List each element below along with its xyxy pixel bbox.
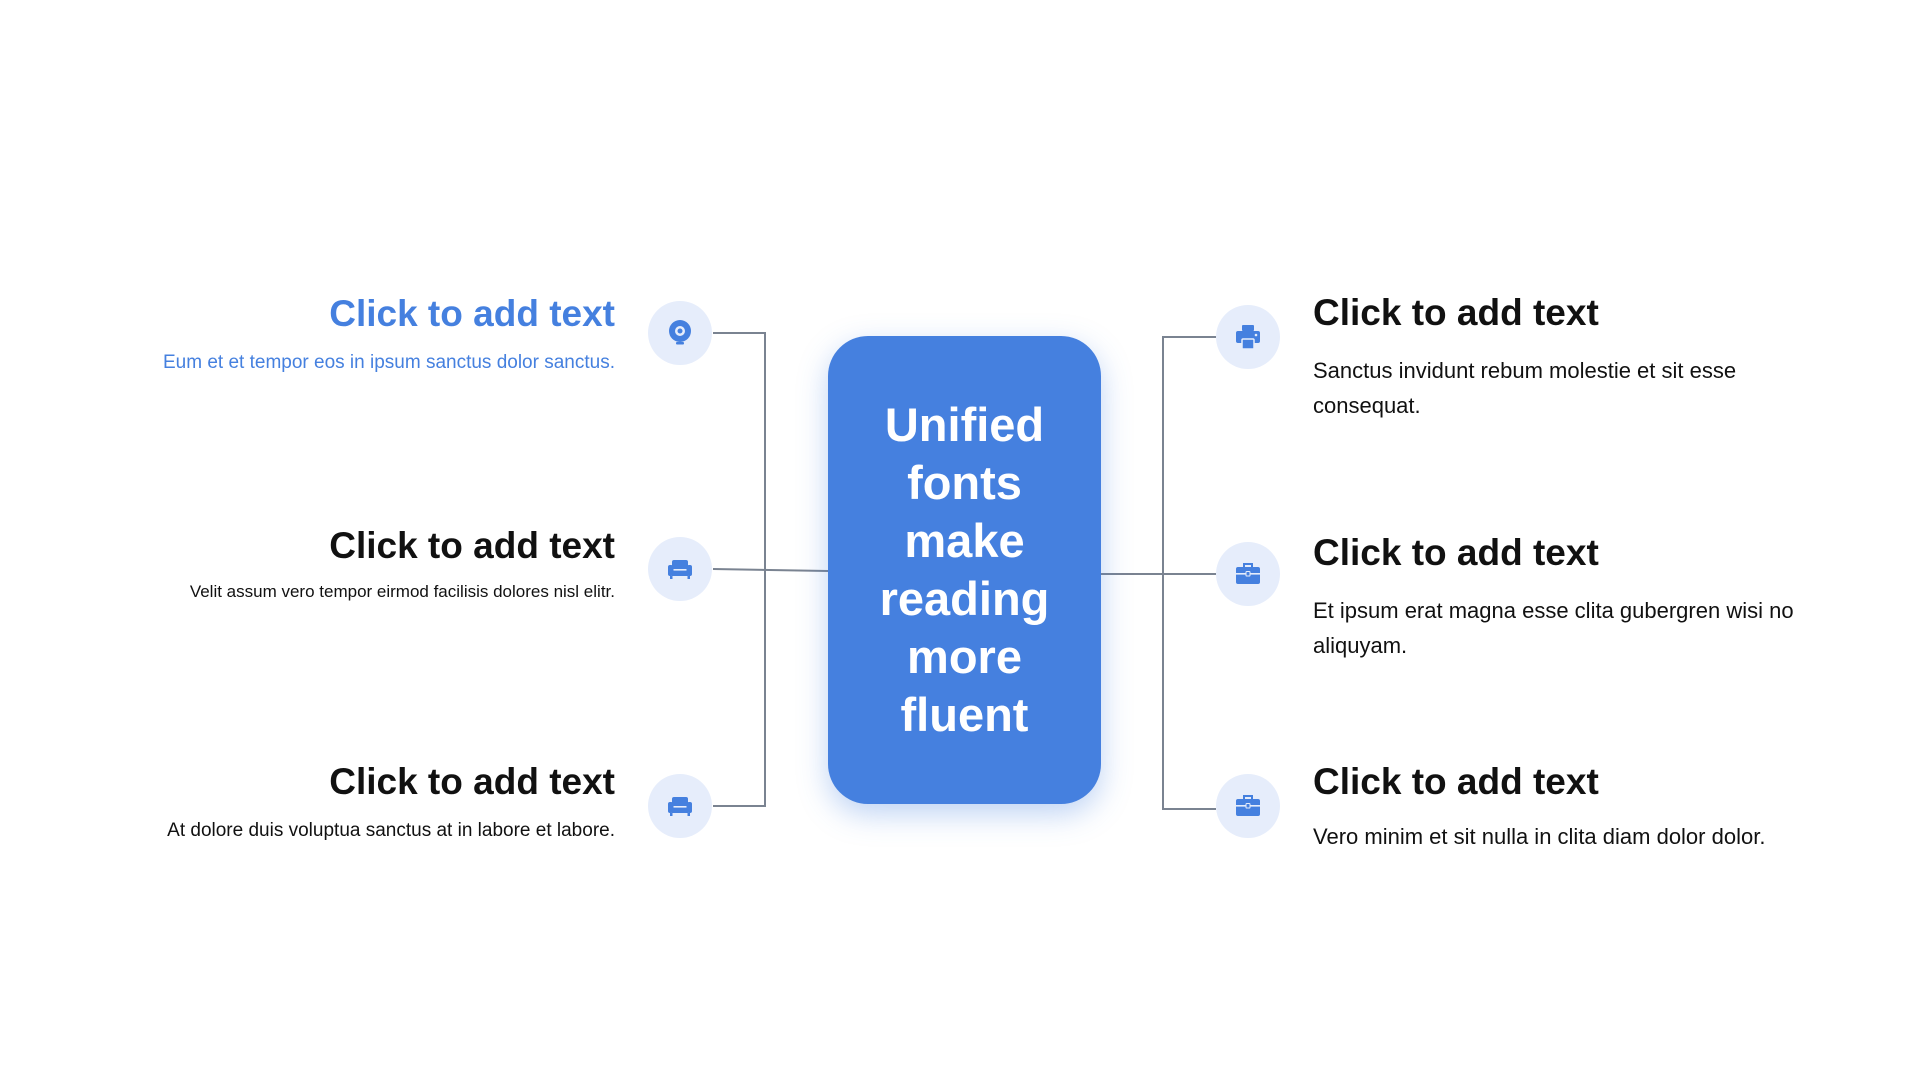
left-item-1-icon-circle[interactable] xyxy=(648,301,712,365)
left-item-2-desc[interactable]: Velit assum vero tempor eirmod facilisis… xyxy=(189,582,615,601)
left-item-2-icon-circle[interactable] xyxy=(648,537,712,601)
right-item-1-title[interactable]: Click to add text xyxy=(1313,292,1599,333)
left-item-1-desc[interactable]: Eum et et tempor eos in ipsum sanctus do… xyxy=(163,352,615,373)
sofa-icon xyxy=(668,560,692,579)
right-item-1-icon-circle[interactable] xyxy=(1216,305,1280,369)
right-item-3-title[interactable]: Click to add text xyxy=(1313,761,1599,802)
right-item-2-title[interactable]: Click to add text xyxy=(1313,532,1599,573)
right-item-1-desc[interactable]: Sanctus invidunt rebum molestie et sit e… xyxy=(1313,358,1737,418)
right-item-2-desc[interactable]: Et ipsum erat magna esse clita gubergren… xyxy=(1313,598,1794,658)
connector-left-middle xyxy=(712,568,829,572)
right-item-3-icon-circle[interactable] xyxy=(1216,774,1280,838)
toolbox-icon xyxy=(1236,795,1260,816)
left-item-3-title[interactable]: Click to add text xyxy=(329,761,615,802)
webcam-icon xyxy=(669,320,691,345)
printer-icon xyxy=(1236,325,1260,350)
left-item-1-title[interactable]: Click to add text xyxy=(329,293,615,334)
left-item-2-title[interactable]: Click to add text xyxy=(329,525,615,566)
left-item-3-icon-circle[interactable] xyxy=(648,774,712,838)
left-item-3-desc[interactable]: At dolore duis voluptua sanctus at in la… xyxy=(167,820,615,841)
center-box[interactable]: Unified fonts make reading more fluent xyxy=(828,336,1101,804)
right-item-2-icon-circle[interactable] xyxy=(1216,542,1280,606)
toolbox-icon xyxy=(1236,563,1260,584)
center-text: Unified fonts make reading more fluent xyxy=(879,398,1050,741)
sofa-icon xyxy=(668,797,692,816)
right-item-3-desc[interactable]: Vero minim et sit nulla in clita diam do… xyxy=(1313,824,1766,849)
